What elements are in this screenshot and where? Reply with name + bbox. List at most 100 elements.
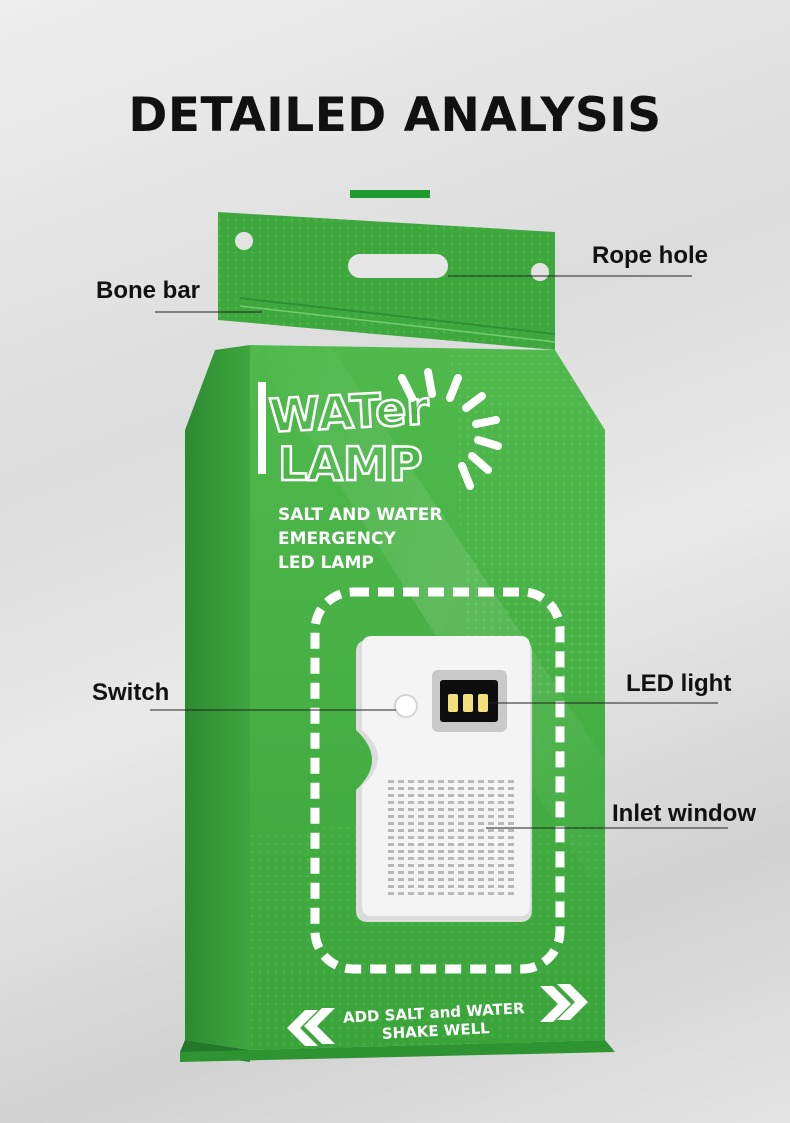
vent-slot: [408, 822, 414, 825]
package-subtitle-line-1: SALT AND WATER: [278, 505, 442, 525]
vent-slot: [498, 843, 504, 846]
vent-slot: [398, 836, 404, 839]
vent-slot: [398, 878, 404, 881]
vent-slot: [418, 829, 424, 832]
vent-slot: [388, 843, 394, 846]
vent-slot: [478, 878, 484, 881]
vent-slot: [478, 822, 484, 825]
vent-slot: [488, 864, 494, 867]
vent-slot: [418, 857, 424, 860]
vent-slot: [388, 864, 394, 867]
vent-slot: [458, 787, 464, 790]
vent-slot: [428, 857, 434, 860]
vent-slot: [478, 815, 484, 818]
vent-slot: [498, 801, 504, 804]
vent-slot: [388, 892, 394, 895]
vent-slot: [498, 808, 504, 811]
vent-slot: [428, 878, 434, 881]
vent-slot: [408, 836, 414, 839]
vent-slot: [478, 864, 484, 867]
vent-slot: [388, 850, 394, 853]
vent-slot: [418, 850, 424, 853]
vent-slot: [418, 878, 424, 881]
vent-slot: [428, 843, 434, 846]
rope-hole-icon: [531, 263, 549, 281]
vent-slot: [388, 871, 394, 874]
vent-slot: [438, 885, 444, 888]
vent-slot: [488, 808, 494, 811]
vent-slot: [428, 850, 434, 853]
vent-slot: [448, 864, 454, 867]
vent-slot: [438, 829, 444, 832]
vent-slot: [478, 885, 484, 888]
vent-slot: [408, 857, 414, 860]
vent-slot: [388, 822, 394, 825]
vent-slot: [468, 787, 474, 790]
vent-slot: [388, 836, 394, 839]
vent-slot: [408, 829, 414, 832]
vent-slot: [448, 787, 454, 790]
vent-slot: [438, 836, 444, 839]
window-dashed-border: [310, 587, 565, 974]
vent-slot: [478, 836, 484, 839]
vent-slot: [418, 801, 424, 804]
vent-slot: [448, 857, 454, 860]
vent-slot: [398, 794, 404, 797]
vent-slot: [438, 878, 444, 881]
vent-slot: [478, 871, 484, 874]
vent-slot: [428, 892, 434, 895]
vent-slot: [498, 857, 504, 860]
vent-slot: [418, 885, 424, 888]
vent-slot: [488, 787, 494, 790]
vent-slot: [398, 822, 404, 825]
vent-slot: [448, 885, 454, 888]
vent-slot: [468, 794, 474, 797]
vent-slot: [448, 836, 454, 839]
lamp-device: [356, 636, 532, 922]
vent-slot: [458, 850, 464, 853]
vent-slot: [448, 843, 454, 846]
vent-slot: [498, 780, 504, 783]
package-subtitle-line-3: LED LAMP: [278, 553, 374, 573]
vent-slot: [468, 780, 474, 783]
vent-slot: [498, 829, 504, 832]
vent-slot: [438, 808, 444, 811]
vent-slot: [448, 780, 454, 783]
vent-slot: [478, 808, 484, 811]
vent-slot: [438, 857, 444, 860]
vent-slot: [458, 815, 464, 818]
vent-slot: [408, 794, 414, 797]
vent-slot: [428, 794, 434, 797]
vent-slot: [428, 801, 434, 804]
vent-slot: [468, 850, 474, 853]
vent-slot: [468, 815, 474, 818]
vent-slot: [488, 857, 494, 860]
vent-slot: [458, 878, 464, 881]
vent-slot: [468, 843, 474, 846]
vent-slot: [458, 871, 464, 874]
vent-slot: [438, 822, 444, 825]
vent-slot: [388, 815, 394, 818]
vent-slot: [488, 815, 494, 818]
vent-slot: [428, 836, 434, 839]
vent-slot: [468, 801, 474, 804]
vent-slot: [418, 808, 424, 811]
vent-slot: [448, 815, 454, 818]
vent-slot: [508, 808, 514, 811]
vent-slot: [428, 815, 434, 818]
vent-slot: [418, 892, 424, 895]
vent-slot: [488, 850, 494, 853]
vent-slot: [388, 780, 394, 783]
vent-slot: [388, 808, 394, 811]
vent-slot: [398, 780, 404, 783]
vent-slot: [458, 780, 464, 783]
vent-slot: [428, 885, 434, 888]
vent-slot: [458, 836, 464, 839]
vent-slot: [408, 801, 414, 804]
led-icon: [432, 670, 507, 732]
vent-slot: [468, 864, 474, 867]
vent-slot: [498, 864, 504, 867]
vent-slot: [438, 780, 444, 783]
vent-slot: [508, 850, 514, 853]
vent-slot: [398, 801, 404, 804]
